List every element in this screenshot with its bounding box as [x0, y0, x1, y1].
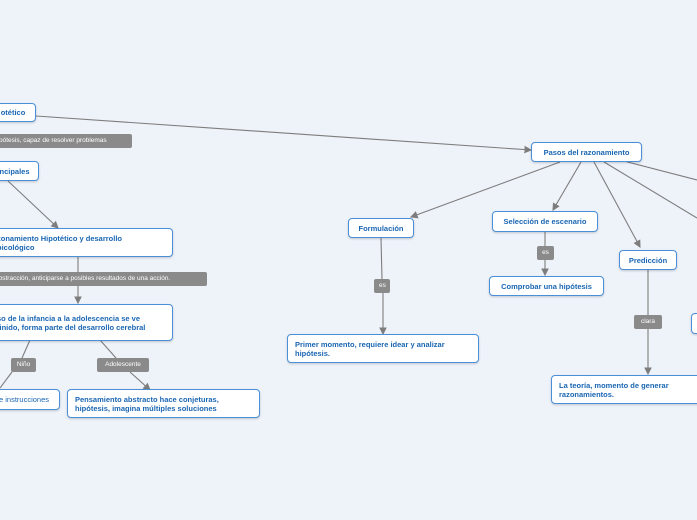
edge-adolescente-pensamiento	[129, 371, 151, 391]
tag-nino: Niño	[11, 358, 36, 372]
edge-nino-instrucciones	[0, 371, 13, 389]
razonamiento-label: zonamiento Hipotético y desarrollo picol…	[0, 233, 123, 252]
formulacion-node[interactable]: Formulación	[348, 218, 414, 238]
edge-principales-razonamiento	[7, 180, 59, 229]
pensamiento-label: Pensamiento abstracto hace conjeturas, h…	[75, 394, 219, 413]
tag-abstraccion: abstracción, anticiparse a posibles resu…	[0, 272, 207, 286]
primer-momento-node[interactable]: Primer momento, requiere idear y analiza…	[287, 334, 479, 363]
teoria-label: La teoría, momento de generar razonamien…	[559, 380, 669, 399]
edge-pasos-right-2	[619, 159, 697, 181]
tag-es-seleccion: es	[537, 246, 554, 260]
tag-es-formulacion: es	[374, 279, 390, 293]
seleccion-node[interactable]: Selección de escenario	[492, 211, 598, 232]
edge-formulacion-es	[380, 237, 383, 280]
edge-proceso-adolescente	[99, 339, 117, 359]
primer-momento-label: Primer momento, requiere idear y analiza…	[295, 339, 445, 358]
razonamiento-node[interactable]: zonamiento Hipotético y desarrollo picol…	[0, 228, 173, 257]
teoria-node[interactable]: La teoría, momento de generar razonamien…	[551, 375, 697, 404]
pensamiento-node[interactable]: Pensamiento abstracto hace conjeturas, h…	[67, 389, 260, 418]
tag-capaz: pótesis, capaz de resolver problemas	[0, 134, 132, 148]
pasos-node[interactable]: Pasos del razonamiento	[531, 142, 642, 162]
principales-node[interactable]: ncipales	[0, 161, 39, 181]
edge-pasos-prediccion	[593, 161, 641, 248]
tag-adolescente: Adolescente	[97, 358, 149, 372]
proceso-node[interactable]: so de la infancia a la adolescencia se v…	[0, 304, 173, 341]
edge-root-pasos	[35, 115, 533, 154]
edge-pasos-seleccion	[552, 161, 582, 211]
prediccion-node[interactable]: Predicción	[619, 250, 677, 270]
tag-clara: clara	[634, 315, 662, 329]
comprobar-node[interactable]: Comprobar una hipótesis	[489, 276, 604, 296]
edge-pasos-formulacion	[409, 161, 561, 219]
edge-proceso-nino	[21, 339, 31, 359]
root-node[interactable]: otético	[0, 103, 36, 122]
offscreen-node-right[interactable]	[691, 313, 697, 334]
instrucciones-node[interactable]: e instrucciones	[0, 389, 60, 410]
edge-pasos-right-1	[603, 161, 697, 219]
proceso-label: so de la infancia a la adolescencia se v…	[0, 313, 146, 332]
